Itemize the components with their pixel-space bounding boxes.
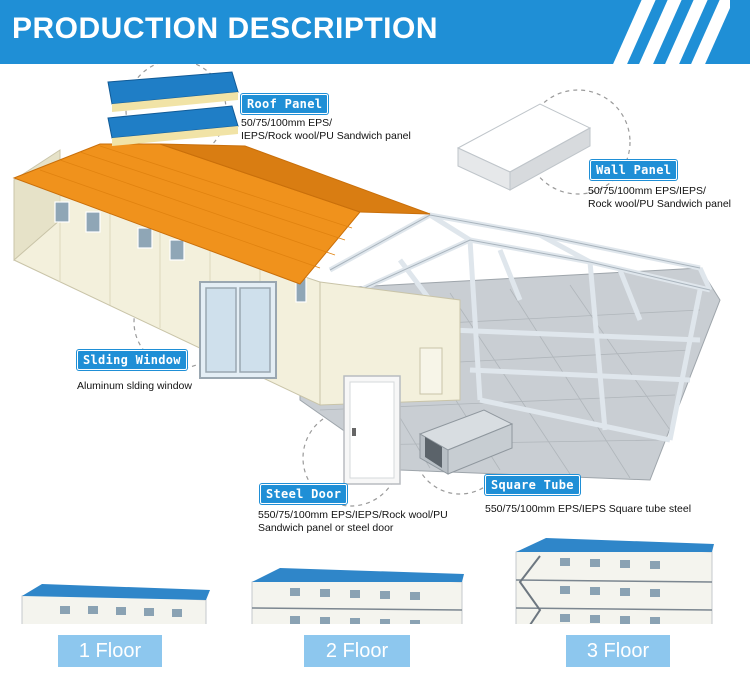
two-floor-building [251,568,464,624]
roof-panel-label: Roof Panel [241,94,329,114]
page-title: PRODUCTION DESCRIPTION [12,12,439,45]
wall-panel-sample [456,103,592,191]
floor-label-3: 3 Floor [566,635,670,667]
roof-panel-description: 50/75/100mm EPS/ IEPS/Rock wool/PU Sandw… [241,117,411,142]
header-banner: PRODUCTION DESCRIPTION [0,0,750,64]
wall-panel-label: Wall Panel [590,160,678,180]
building-illustration [12,64,721,624]
sliding-window-sample [199,281,277,379]
steel-door-sample [343,375,401,485]
square-tube-description: 550/75/100mm EPS/IEPS Square tube steel [485,503,692,515]
square-tube-sample [418,409,514,475]
three-floor-building [515,538,714,624]
sliding-window-label: Slding Window [77,350,187,370]
steel-door-label: Steel Door [260,484,348,504]
sliding-window-description: Aluminum slding window [77,380,192,392]
one-floor-building [21,584,210,624]
steel-door-description: 550/75/100mm EPS/IEPS/Rock wool/PU Sandw… [258,509,448,534]
square-tube-label: Square Tube [485,475,580,495]
floor-label-1: 1 Floor [58,635,162,667]
wall-panel-description: 50/75/100mm EPS/IEPS/ Rock wool/PU Sandw… [588,185,731,210]
header-stripes-decoration [590,0,730,64]
floor-label-2: 2 Floor [304,635,410,667]
roof-panel-sample [107,71,239,146]
